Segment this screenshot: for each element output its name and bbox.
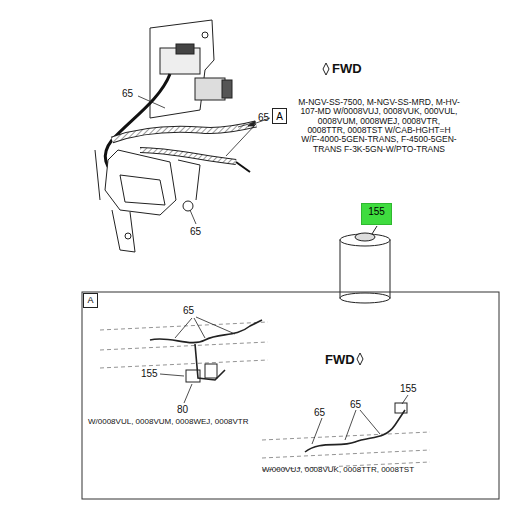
callout-box: 155 xyxy=(361,203,392,225)
callout-number: 65 xyxy=(314,407,325,418)
callout-number: 155 xyxy=(400,383,417,394)
view-label-box: A xyxy=(83,293,98,308)
top-assembly xyxy=(95,20,256,252)
callout-number: 65 xyxy=(183,305,194,316)
callout-number: A xyxy=(87,296,93,306)
callout-number: 155 xyxy=(141,368,158,379)
view-label-box: A xyxy=(272,108,287,124)
frame-rails xyxy=(100,322,430,470)
harness-routing xyxy=(150,320,407,452)
callout-number: 65 xyxy=(350,399,361,410)
note-text: W/000VUJ, 0008VUK, 0008TTR, 0008TST xyxy=(262,466,414,475)
note-text: W/0008VUL, 0008VUM, 0008WEJ, 0008VTR xyxy=(88,418,249,427)
callout-number: 65 xyxy=(258,112,269,123)
detail-panel xyxy=(82,292,499,499)
callout-number: FWD xyxy=(332,62,362,76)
callout-number: 80 xyxy=(177,404,188,415)
callout-number: 155 xyxy=(368,206,385,217)
callout-number: 65 xyxy=(190,226,201,237)
callout-number: A xyxy=(276,111,283,122)
direction-symbol xyxy=(357,353,363,365)
leader-lines xyxy=(138,96,270,224)
part-155-canister xyxy=(340,226,390,303)
callout-number: 65 xyxy=(122,88,133,99)
callout-number: FWD xyxy=(325,353,355,367)
note-text: M-NGV-SS-7500, M-NGV-SS-MRD, M-HV-107-MD… xyxy=(298,98,460,154)
direction-symbol xyxy=(323,63,329,75)
